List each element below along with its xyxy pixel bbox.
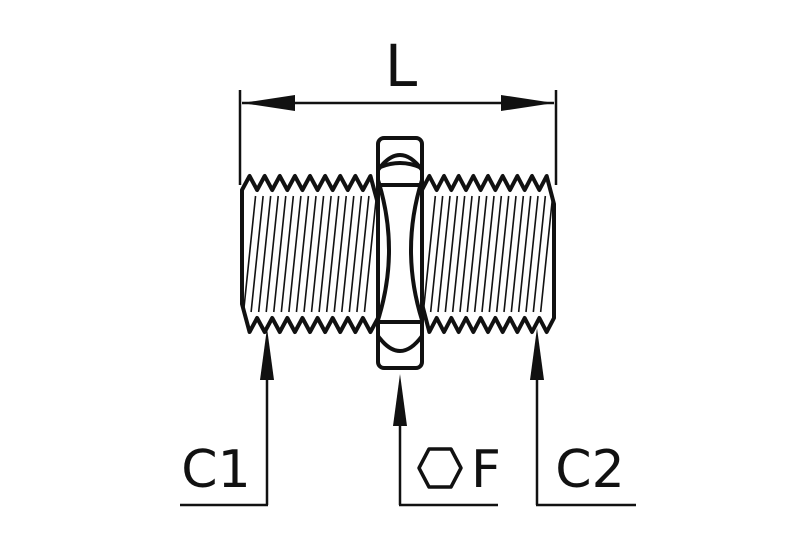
thread-hatch-line bbox=[257, 195, 272, 313]
thread-2-arrow bbox=[530, 328, 544, 380]
hex-nut-flat bbox=[376, 136, 424, 370]
thread-hatch-line bbox=[242, 195, 257, 313]
thread-hatch-line bbox=[348, 195, 363, 313]
thread-hatch-line bbox=[510, 195, 525, 313]
thread-hatch-line bbox=[451, 195, 466, 313]
thread-hatch-line bbox=[525, 195, 539, 313]
thread-hatch-line bbox=[340, 195, 355, 313]
left-thread bbox=[240, 174, 380, 334]
thread-hatch-line bbox=[295, 195, 310, 313]
thread-hatch-line bbox=[333, 195, 348, 313]
thread-hatch-line bbox=[250, 195, 264, 313]
thread-hatch-line bbox=[429, 195, 444, 313]
length-label: L bbox=[385, 32, 417, 100]
hex-nut-top-chamfer bbox=[376, 153, 424, 172]
thread-hatch-line bbox=[265, 195, 280, 313]
thread-1-leader bbox=[180, 328, 274, 507]
length-arrow-left bbox=[242, 95, 295, 111]
left-thread-hatching bbox=[242, 195, 378, 313]
thread-hatch-line bbox=[356, 195, 370, 313]
thread-1-label: C1 bbox=[181, 440, 250, 500]
thread-hatch-line bbox=[310, 195, 325, 313]
hex-size-label: F bbox=[471, 440, 501, 500]
right-thread bbox=[420, 174, 556, 334]
hex-size-arrow bbox=[393, 374, 407, 426]
thread-2-label: C2 bbox=[555, 440, 624, 500]
length-arrow-right bbox=[501, 95, 554, 111]
thread-hatch-line bbox=[488, 195, 503, 313]
thread-hatch-line bbox=[325, 195, 340, 313]
thread-1-arrow bbox=[260, 328, 274, 380]
thread-hatch-line bbox=[459, 195, 473, 313]
thread-hatch-line bbox=[503, 195, 517, 313]
thread-hatch-line bbox=[272, 195, 287, 313]
thread-hatch-line bbox=[303, 195, 317, 313]
thread-hatch-line bbox=[437, 195, 451, 313]
thread-hatch-line bbox=[532, 195, 547, 313]
thread-hatch-line bbox=[422, 195, 437, 313]
right-thread-hatching bbox=[422, 195, 554, 313]
thread-hatch-line bbox=[473, 195, 488, 313]
hex-size-leader bbox=[393, 374, 498, 507]
hex-nut bbox=[376, 136, 424, 370]
thread-hatch-line bbox=[288, 195, 302, 313]
hexagon-icon bbox=[417, 447, 463, 489]
thread-hatch-line bbox=[495, 195, 510, 313]
thread-hatch-line bbox=[318, 195, 332, 313]
thread-hatch-line bbox=[466, 195, 481, 313]
thread-hatch-line bbox=[280, 195, 295, 313]
length-dimension bbox=[238, 90, 558, 185]
hex-nut-bottom-chamfer bbox=[376, 334, 424, 353]
thread-hatch-line bbox=[363, 195, 378, 313]
thread-2-leader bbox=[530, 328, 636, 507]
thread-hatch-line bbox=[539, 195, 554, 313]
thread-hatch-line bbox=[444, 195, 459, 313]
thread-hatch-line bbox=[517, 195, 532, 313]
thread-hatch-line bbox=[481, 195, 495, 313]
